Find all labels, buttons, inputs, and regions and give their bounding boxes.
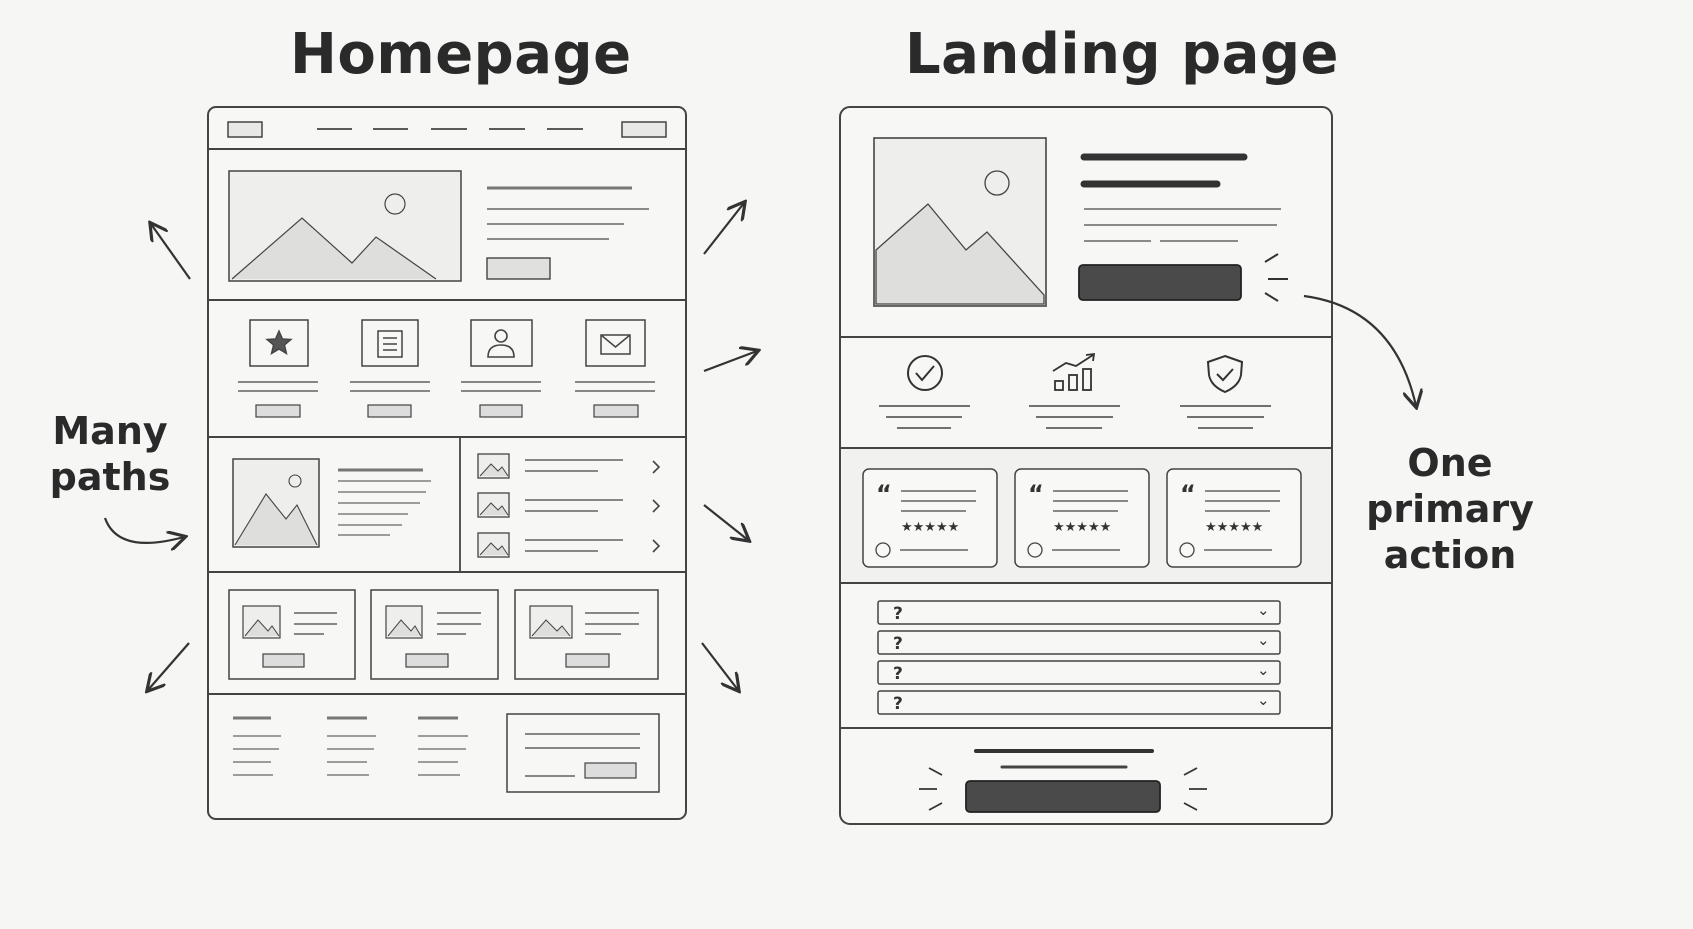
landing-bottom-cta xyxy=(919,749,1207,813)
faq-row[interactable] xyxy=(877,600,1281,625)
bottom-cta-emphasis-left xyxy=(919,767,943,811)
faq-row[interactable] xyxy=(877,630,1281,655)
arrow-up-right xyxy=(703,203,744,255)
chevron-down-icon: ⌄ xyxy=(1257,691,1270,709)
landing-bottom-cta-button[interactable] xyxy=(965,780,1161,813)
chevron-right-icon xyxy=(652,499,661,513)
quote-mark: “ xyxy=(876,480,892,508)
chevron-right-icon xyxy=(652,539,661,553)
homepage-footer xyxy=(233,713,660,793)
document-icon xyxy=(377,330,403,358)
bottom-cta-emphasis-right xyxy=(1183,767,1207,811)
testimonial-card xyxy=(1014,468,1150,568)
chevron-down-icon: ⌄ xyxy=(1257,661,1270,679)
arrow-down-right xyxy=(703,504,748,540)
homepage-frame xyxy=(207,106,687,820)
shield-check-icon xyxy=(1206,354,1244,394)
cta-emphasis-marks xyxy=(1264,253,1288,302)
many-paths-note: Many paths xyxy=(49,409,171,499)
check-circle-icon xyxy=(907,355,943,391)
card[interactable] xyxy=(228,589,356,680)
primary-action-pointer-arrow xyxy=(1303,294,1416,406)
user-icon xyxy=(487,329,515,358)
homepage-list xyxy=(477,453,661,558)
feature-mail xyxy=(575,319,655,418)
star-icon xyxy=(265,329,293,355)
faq-question-mark: ? xyxy=(893,634,903,654)
card[interactable] xyxy=(514,589,659,680)
testimonial-card xyxy=(862,468,998,568)
homepage-nav-button xyxy=(621,121,667,138)
arrow-down-left xyxy=(148,642,190,690)
avatar-icon xyxy=(875,542,891,558)
homepage-features-row xyxy=(208,319,686,438)
many-paths-arrows xyxy=(103,203,757,690)
benefit-growth xyxy=(1029,352,1120,429)
chevron-right-icon xyxy=(652,460,661,474)
chevron-down-icon: ⌄ xyxy=(1257,631,1270,649)
faq-question-mark: ? xyxy=(893,604,903,624)
rating-stars: ★★★★★ xyxy=(1205,520,1263,535)
arrow-right xyxy=(703,351,757,373)
homepage-hero xyxy=(208,170,686,301)
list-item[interactable] xyxy=(477,532,661,558)
homepage-title: Homepage xyxy=(290,22,632,87)
quote-mark: “ xyxy=(1180,480,1196,508)
arrow-down-right-lower xyxy=(701,642,738,690)
landing-hero xyxy=(840,137,1332,338)
list-item[interactable] xyxy=(477,453,661,479)
homepage-wireframe xyxy=(207,106,687,820)
faq-question-mark: ? xyxy=(893,694,903,714)
benefit-shield xyxy=(1180,354,1271,429)
quote-mark: “ xyxy=(1028,480,1044,508)
homepage-nav-bar xyxy=(208,121,686,150)
faq-question-mark: ? xyxy=(893,664,903,684)
homepage-content-split xyxy=(208,437,686,573)
landing-primary-cta-button[interactable] xyxy=(1078,264,1242,301)
card[interactable] xyxy=(370,589,499,680)
homepage-cards-row xyxy=(208,589,686,695)
rating-stars: ★★★★★ xyxy=(1053,520,1111,535)
avatar-icon xyxy=(1179,542,1195,558)
mail-icon xyxy=(600,334,631,355)
list-item[interactable] xyxy=(477,492,661,518)
homepage-logo xyxy=(227,121,263,138)
landing-page-wireframe xyxy=(839,106,1333,825)
landing-testimonials xyxy=(840,449,1332,584)
newsletter-box[interactable] xyxy=(506,713,660,793)
rating-stars: ★★★★★ xyxy=(901,520,959,535)
feature-user xyxy=(461,319,541,418)
growth-chart-icon xyxy=(1052,352,1096,391)
chevron-down-icon: ⌄ xyxy=(1257,601,1270,619)
landing-benefits xyxy=(840,352,1332,449)
arrow-up-left xyxy=(151,224,191,280)
faq-row[interactable] xyxy=(877,690,1281,715)
feature-star xyxy=(238,319,318,418)
faq-row[interactable] xyxy=(877,660,1281,685)
homepage-hero-button xyxy=(486,257,551,280)
landing-page-title: Landing page xyxy=(905,22,1340,87)
testimonial-card xyxy=(1166,468,1302,568)
benefit-check xyxy=(879,355,970,429)
landing-faq xyxy=(840,600,1332,729)
avatar-icon xyxy=(1027,542,1043,558)
feature-document xyxy=(350,319,430,418)
one-primary-action-note: One primary action xyxy=(1366,441,1534,577)
landing-glyphs: “ “ “ ★★★★★ ★★★★★ ★★★★★ ? ? ? ? ⌄ ⌄ ⌄ ⌄ xyxy=(876,480,1270,714)
many-paths-pointer-arrow xyxy=(103,517,184,543)
